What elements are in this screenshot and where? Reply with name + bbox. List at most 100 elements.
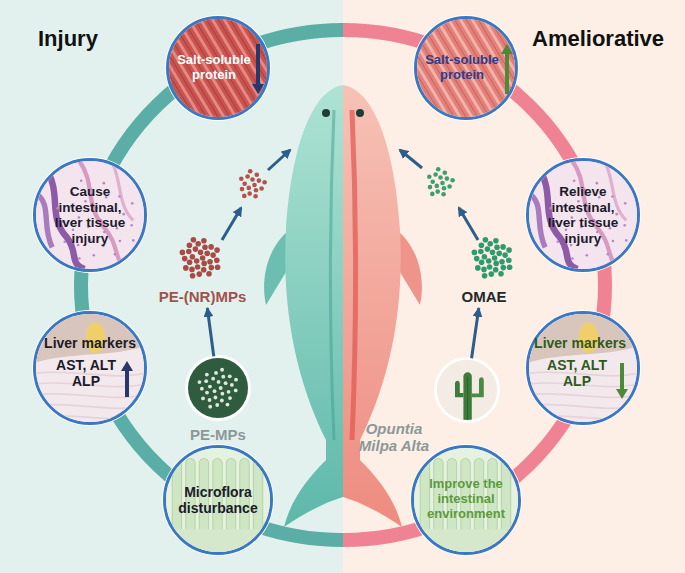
art-line <box>253 19 267 117</box>
art-circle <box>493 238 499 244</box>
art-line <box>461 383 463 384</box>
art-rect <box>437 360 497 420</box>
art-path <box>529 314 637 363</box>
art-circle <box>450 178 455 183</box>
art-rect <box>529 161 637 269</box>
particle-cluster: PE-(NR)MPs <box>150 236 255 308</box>
art-rect <box>36 161 144 269</box>
art-circle <box>247 191 252 196</box>
node-text: Microflora disturbance <box>171 484 265 516</box>
art-circle <box>481 267 487 273</box>
node-text: PE-MPs <box>176 426 260 443</box>
art-circle <box>487 241 493 247</box>
art-line <box>513 19 515 117</box>
art-path <box>36 314 144 363</box>
art-circle <box>63 240 66 243</box>
art-circle <box>612 240 615 243</box>
art-circle <box>482 273 488 279</box>
art-circle <box>194 258 200 264</box>
art-line <box>472 386 474 387</box>
art-svg <box>36 161 144 269</box>
art-circle <box>130 224 133 227</box>
art-circle <box>187 243 193 249</box>
art-path <box>529 415 637 419</box>
art-circle <box>254 172 259 177</box>
art-use <box>343 85 402 527</box>
art-circle <box>208 244 214 250</box>
art-circle <box>214 396 218 400</box>
art-circle <box>211 377 215 381</box>
panel-heading: Injury <box>38 26 98 51</box>
art-path <box>36 404 144 408</box>
node-text: PE-(NR)MPs <box>150 288 255 305</box>
art-path <box>330 110 334 440</box>
art-circle <box>489 271 495 277</box>
art-circle <box>227 390 231 394</box>
art-circle <box>435 184 440 189</box>
art-polygon <box>252 84 264 94</box>
art-circle <box>187 260 193 266</box>
art-svg <box>437 360 497 420</box>
art-circle <box>206 271 212 277</box>
art-circle <box>78 257 81 260</box>
art-circle <box>475 265 481 271</box>
art-polygon <box>616 389 628 399</box>
art-line <box>222 208 241 240</box>
art-circle <box>200 387 204 391</box>
art-use <box>284 85 343 527</box>
art-circle <box>502 252 508 258</box>
art-rect <box>529 314 637 422</box>
art-circle <box>214 371 218 375</box>
node-text: OMAE <box>448 288 520 305</box>
art-circle <box>208 405 212 409</box>
circle-image <box>526 158 640 272</box>
art-svg <box>529 161 637 269</box>
art-line <box>256 44 260 84</box>
art-rect <box>166 448 270 552</box>
art-circle <box>490 249 496 255</box>
art-circle <box>500 244 506 250</box>
image-circle: PE-MPs <box>186 356 250 420</box>
node-text: Salt-soluble protein <box>422 53 502 83</box>
panel-heading: Ameliorative <box>532 26 664 51</box>
art-circle <box>189 267 195 273</box>
art-line <box>484 383 486 384</box>
art-circle <box>190 273 196 279</box>
art-line <box>453 386 455 387</box>
art-circle <box>433 172 438 177</box>
art-circle <box>198 380 202 384</box>
art-rect <box>414 529 518 552</box>
art-circle <box>254 188 259 193</box>
art-circle <box>220 392 224 396</box>
art-circle <box>498 271 504 277</box>
art-line <box>501 19 515 117</box>
art-line <box>472 407 474 408</box>
art-circle <box>253 194 258 199</box>
art-circle <box>220 368 224 372</box>
art-circle <box>250 177 255 182</box>
image-circle: Liver markersAST, ALT ALP <box>33 311 147 425</box>
art-circle <box>496 251 502 257</box>
art-circle <box>623 224 626 227</box>
art-circle <box>191 237 197 243</box>
art-path <box>36 193 52 247</box>
art-circle <box>224 381 228 385</box>
art-circle <box>219 386 223 390</box>
art-circle <box>215 264 221 270</box>
art-circle <box>247 186 252 191</box>
art-line <box>507 19 515 117</box>
art-rect <box>172 458 181 533</box>
circle-image <box>33 158 147 272</box>
art-line <box>490 19 515 117</box>
art-circle <box>132 239 135 242</box>
art-line <box>259 19 267 117</box>
node-text: Cause intestinal, liver tissue injury <box>47 184 133 246</box>
art-circle <box>262 180 267 185</box>
art-circle <box>201 267 207 273</box>
art-circle <box>214 247 220 253</box>
art-circle <box>611 195 614 198</box>
art-svg <box>188 358 248 418</box>
art-circle <box>442 186 447 191</box>
art-circle <box>210 252 216 258</box>
